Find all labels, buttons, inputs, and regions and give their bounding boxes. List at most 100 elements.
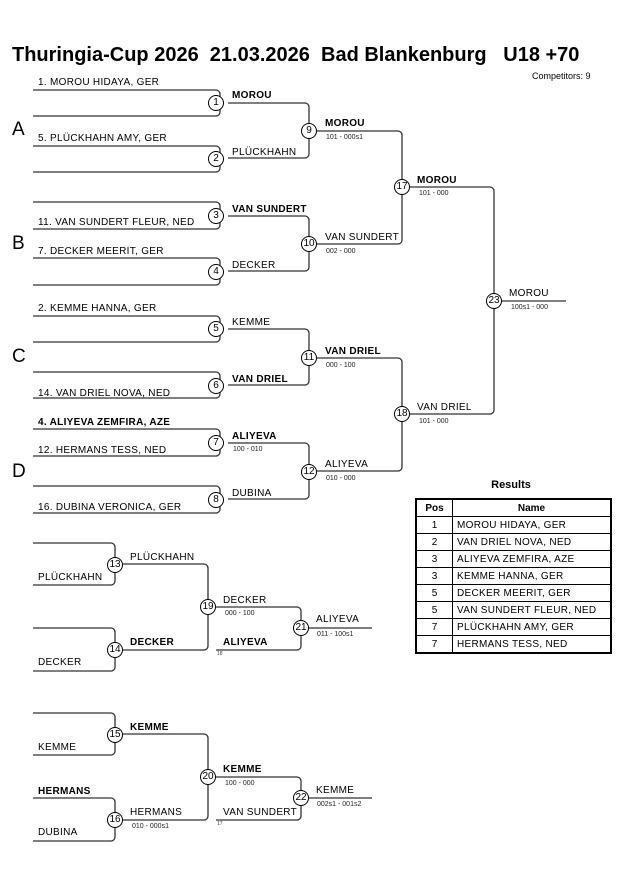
bracket-m18 [317,357,403,472]
match-number-12: 12 [301,464,317,480]
result-pos: 1 [415,516,453,534]
winner-m12: ALIYEVA [325,459,369,470]
winner-m10: VAN SUNDERT [325,232,400,243]
match-number-1: 1 [208,95,224,111]
score-m20: 100 - 000 [225,780,255,787]
rep1-entry-m14-bottom: DECKER [38,657,82,668]
entry-4: 7. DECKER MEERIT, GER [38,246,164,257]
winner-m20: KEMME [223,764,262,775]
winner-m4: DECKER [232,260,276,271]
bracket-m4 [33,257,221,286]
match-number-16: 16 [107,812,123,828]
results-header-pos: Pos [415,498,453,517]
rep2-entry-m16-top: HERMANS [38,786,91,797]
pool-label-d: D [12,461,26,482]
event-title: Thuringia-Cup 2026 21.03.2026 Bad Blanke… [12,44,580,66]
winner-m15: KEMME [130,722,169,733]
score-m16: 010 - 000s1 [132,823,169,830]
result-name: PLÜCKHAHN AMY, GER [452,618,612,636]
winner-m9: MOROU [325,118,365,129]
result-pos: 2 [415,533,453,551]
result-name: DECKER MEERIT, GER [452,584,612,602]
match-number-3: 3 [208,208,224,224]
winner-m18: VAN DRIEL [417,402,472,413]
winner-m7: ALIYEVA [232,431,277,442]
result-name: VAN SUNDERT FLEUR, NED [452,601,612,619]
score-m9: 101 - 000s1 [326,134,363,141]
pool-label-c: C [12,346,26,367]
score-m12: 010 - 000 [326,475,356,482]
match-number-22: 22 [293,790,309,806]
score-m7: 100 - 010 [233,446,263,453]
results-header-name: Name [452,498,612,517]
winner-m21: ALIYEVA [316,614,360,625]
match-number-18: 18 [394,406,410,422]
result-name: HERMANS TESS, NED [452,635,612,654]
match-number-6: 6 [208,378,224,394]
entry-3: 11. VAN SUNDERT FLEUR, NED [38,217,195,228]
match-number-8: 8 [208,492,224,508]
rep2-from-ref: 17 [217,821,223,827]
match-number-7: 7 [208,435,224,451]
results-title: Results [491,479,531,491]
winner-m3: VAN SUNDERT [232,204,307,215]
winner-m8: DUBINA [232,488,272,499]
pool-label-b: B [12,233,25,254]
score-m19: 000 - 100 [225,610,255,617]
rep1-entry-m13-bottom: PLÜCKHAHN [38,572,103,583]
entry-2: 5. PLÜCKHAHN AMY, GER [38,133,167,144]
winner-m17: MOROU [417,175,457,186]
score-m22: 002s1 - 001s2 [317,801,362,808]
result-name: MOROU HIDAYA, GER [452,516,612,534]
bracket-m5 [33,315,221,343]
entry-7: 4. ALIYEVA ZEMFIRA, AZE [38,417,171,428]
result-pos: 7 [415,635,453,654]
entry-6: 14. VAN DRIEL NOVA, NED [38,388,171,399]
match-number-2: 2 [208,151,224,167]
match-number-13: 13 [107,557,123,573]
score-m10: 002 - 000 [326,248,356,255]
winner-m11: VAN DRIEL [325,346,381,357]
match-number-5: 5 [208,321,224,337]
rep2-entry-m15-bottom: KEMME [38,742,77,753]
bracket-m1 [33,89,221,117]
result-name: KEMME HANNA, GER [452,567,612,585]
rep2-entry-m16-bottom: DUBINA [38,827,78,838]
entry-5: 2. KEMME HANNA, GER [38,303,157,314]
winner-m5: KEMME [232,317,271,328]
winner-m19: DECKER [223,595,267,606]
winner-m14: DECKER [130,637,175,648]
result-name: VAN DRIEL NOVA, NED [452,533,612,551]
entry-9: 16. DUBINA VERONICA, GER [38,502,182,513]
match-number-21: 21 [293,620,309,636]
result-pos: 3 [415,550,453,568]
match-number-11: 11 [301,350,317,366]
score-m21: 011 - 100s1 [317,631,354,638]
score-m18: 101 - 000 [419,418,449,425]
match-number-10: 10 [301,236,317,252]
rep1-from-ref: 18 [217,651,223,657]
result-pos: 5 [415,584,453,602]
result-pos: 7 [415,618,453,636]
winner-m23: MOROU [509,288,549,299]
score-m17: 101 - 000 [419,190,449,197]
winner-m6: VAN DRIEL [232,374,288,385]
entry-1: 1. MOROU HIDAYA, GER [38,77,160,88]
result-name: ALIYEVA ZEMFIRA, AZE [452,550,612,568]
match-number-20: 20 [200,769,216,785]
competitors-count: Competitors: 9 [532,71,591,81]
rep2-from-semifinal: VAN SUNDERT [223,807,298,818]
rep1-from-semifinal: ALIYEVA [223,637,268,648]
match-number-9: 9 [301,123,317,139]
winner-m1: MOROU [232,90,272,101]
result-pos: 3 [415,567,453,585]
winner-m13: PLÜCKHAHN [130,552,195,563]
